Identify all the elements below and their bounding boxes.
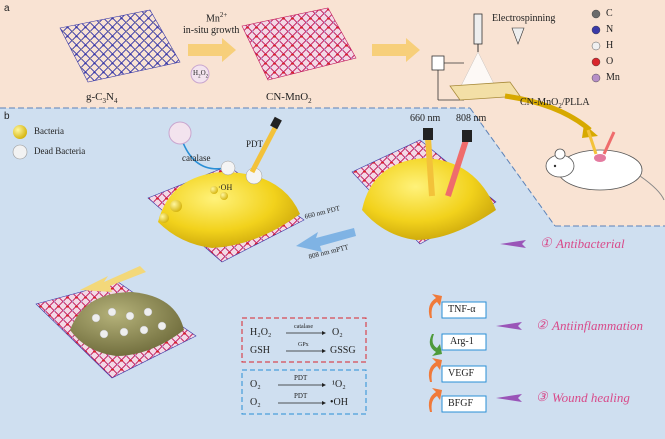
reaction-red-1-cond: catalase bbox=[294, 324, 313, 330]
wound-healing-label: Wound healing bbox=[552, 390, 630, 405]
mn-ion-label: Mn2+ bbox=[206, 11, 228, 25]
wavelength-808-label: 808 nm bbox=[456, 113, 487, 124]
probe-660 bbox=[425, 137, 435, 197]
reaction-blue-2-left: O₂ bbox=[250, 397, 261, 408]
oh-label: ·OH bbox=[218, 183, 233, 192]
legend-swatch-n bbox=[591, 25, 601, 35]
cnmno2-label: CN-MnO2 bbox=[266, 91, 312, 106]
probe-808 bbox=[445, 139, 469, 197]
up-arrow-bfgf bbox=[428, 388, 442, 412]
mouse-illustration bbox=[545, 129, 665, 201]
electrospinning-apparatus bbox=[431, 13, 525, 101]
reaction-box-red bbox=[241, 317, 367, 363]
light-probe-left bbox=[249, 124, 279, 174]
antiinflammation-label: Antiinflammation bbox=[552, 318, 643, 333]
legend-swatch-c bbox=[591, 9, 601, 19]
marker-box-vegf bbox=[441, 365, 487, 383]
reaction-blue-2-cond: PDT bbox=[294, 392, 308, 400]
legend-swatch-o bbox=[591, 57, 601, 67]
gold-dome-right bbox=[362, 158, 496, 240]
h2o2-label-a: H2O2 bbox=[193, 69, 209, 80]
composite-label: CN-MnO2/PLLA bbox=[520, 97, 590, 110]
panel-b-letter: b bbox=[4, 111, 10, 122]
legend-h-label: H bbox=[606, 40, 614, 51]
pointer-antibacterial bbox=[500, 240, 526, 248]
legend-bacteria-label: Bacteria bbox=[34, 126, 64, 136]
marker-tnf-label: TNF-α bbox=[448, 304, 476, 315]
reaction-blue-2-right: •OH bbox=[330, 397, 348, 408]
arrow-to-mouse bbox=[504, 93, 592, 132]
cnmno2-sheet bbox=[241, 7, 357, 81]
marker-column bbox=[428, 294, 487, 413]
electrospinning-label: Electrospinning bbox=[492, 13, 556, 24]
arrow-in-situ-growth bbox=[188, 38, 236, 62]
gcn-sheet bbox=[59, 9, 181, 83]
reaction-blue-1-right: ¹O₂ bbox=[332, 379, 346, 390]
o2-bubble-top bbox=[220, 160, 236, 176]
up-arrow-tnf bbox=[428, 294, 442, 318]
pointer-antiinflammation bbox=[496, 322, 522, 330]
marker-bfgf-label: BFGF bbox=[448, 398, 474, 409]
h2o2-bubble-b bbox=[168, 121, 192, 145]
legend-bacteria-icon bbox=[13, 125, 27, 139]
gold-dome-left bbox=[158, 172, 300, 248]
legend-dead-bacteria-icon bbox=[12, 144, 28, 160]
olive-dome bbox=[70, 292, 184, 356]
marker-box-bfgf bbox=[441, 395, 487, 413]
reaction-box-blue bbox=[241, 369, 367, 415]
in-situ-growth-label: in-situ growth bbox=[183, 25, 240, 36]
legend-c-label: C bbox=[606, 8, 613, 19]
arrow-kill bbox=[80, 266, 146, 292]
catalase-label: catalase bbox=[182, 153, 211, 163]
antibacterial-label: Antibacterial bbox=[556, 236, 625, 251]
reaction-blue-1-cond: PDT bbox=[294, 374, 308, 382]
pdt-label-left: PDT bbox=[246, 139, 264, 149]
reaction-red-2-right: GSSG bbox=[330, 345, 356, 356]
reaction-red-1-left: H₂O₂ bbox=[250, 327, 272, 338]
marker-box-arg bbox=[441, 333, 487, 351]
marker-box-tnf bbox=[441, 301, 487, 319]
arrow-electrospinning bbox=[372, 38, 420, 62]
legend-swatch-mn bbox=[591, 73, 601, 83]
legend-dead-bacteria-label: Dead Bacteria bbox=[34, 146, 86, 156]
reaction-blue-1-left: O₂ bbox=[250, 379, 261, 390]
pointer-wound-healing bbox=[496, 394, 522, 402]
arrow-light-treatment bbox=[296, 228, 356, 252]
legend-n-label: N bbox=[606, 24, 614, 35]
wavelength-660-label: 660 nm bbox=[410, 113, 441, 124]
reaction-red-1-right: O₂ bbox=[332, 327, 343, 338]
antibacterial-number: ① bbox=[540, 235, 552, 250]
marker-vegf-label: VEGF bbox=[448, 368, 475, 379]
up-arrow-vegf bbox=[428, 358, 442, 382]
atom-legend bbox=[591, 9, 601, 83]
antiinflammation-number: ② bbox=[536, 317, 548, 332]
panel-a-letter: a bbox=[4, 3, 10, 14]
reaction-red-2-cond: GPx bbox=[298, 342, 309, 348]
legend-o-label: O bbox=[606, 56, 614, 67]
wound-healing-number: ③ bbox=[536, 389, 548, 404]
h2o2-bubble bbox=[190, 64, 210, 84]
legend-mn-label: Mn bbox=[606, 72, 620, 83]
down-arrow-arg bbox=[429, 334, 442, 356]
marker-arg-label: Arg-1 bbox=[450, 336, 474, 347]
legend-swatch-h bbox=[591, 41, 601, 51]
reaction-red-2-left: GSH bbox=[250, 345, 271, 356]
gcn-label: g-C3N4 bbox=[86, 91, 118, 106]
